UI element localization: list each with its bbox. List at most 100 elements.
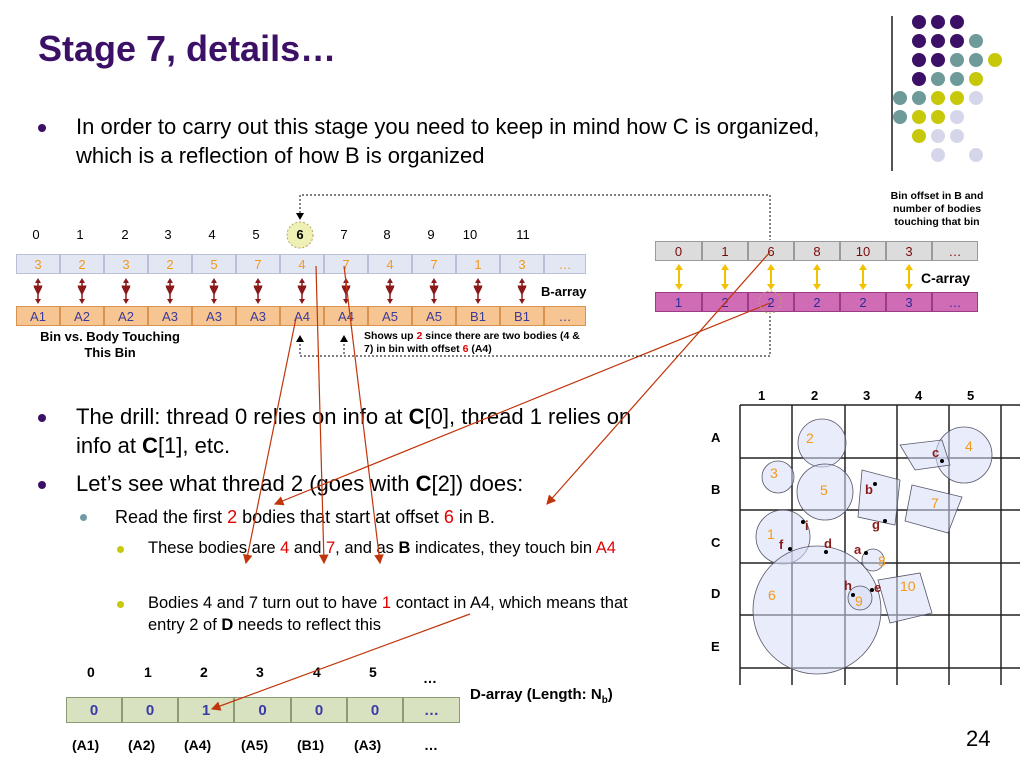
b-array-label: B-array [541, 284, 587, 299]
b-bin-cell: A1 [16, 306, 60, 326]
c-count-cell: 1 [655, 292, 702, 312]
d-bin: (B1) [297, 737, 325, 753]
d-value-cell: 0 [347, 697, 403, 723]
c-count-cell: 3 [886, 292, 932, 312]
b-index-6-overlay: 6 [296, 227, 304, 242]
contact-label: d [824, 536, 832, 551]
b-bin-cell: … [544, 306, 586, 326]
b-value-cell: 3 [16, 254, 60, 274]
b-index: 1 [76, 227, 84, 242]
d-bin: (A5) [241, 737, 269, 753]
b-value-cell: 2 [60, 254, 104, 274]
contact-label: g [872, 517, 880, 532]
bullet-3-text: Let’s see what thread 2 (goes with C[2])… [76, 469, 656, 498]
subsub-part: needs to reflect this [233, 616, 381, 634]
bullet-2-bold: C [408, 404, 425, 429]
body-label: 4 [965, 438, 973, 454]
c-array-caption: Bin offset in B and number of bodies tou… [890, 190, 984, 228]
d-value-cell: 1 [178, 697, 234, 723]
subsub-part: contact in A4, which means that entry 2 … [148, 594, 628, 634]
page-title: Stage 7, details… [38, 28, 337, 69]
bullet-marker [38, 414, 46, 422]
c-count-cell: 2 [702, 292, 748, 312]
subsub-highlight: A4 [595, 539, 616, 557]
b-index: 10 [462, 227, 478, 242]
sub-bullet-marker [80, 514, 87, 521]
body-shapes [752, 418, 993, 675]
c-offset-cell: 1 [702, 241, 748, 261]
bullet-marker [38, 124, 46, 132]
sub-bullet-1-text: Read the first 2 bodies that start at of… [115, 506, 635, 529]
decorative-dots [893, 15, 1002, 162]
b-index: 5 [252, 227, 260, 242]
sub-bullet-highlight: 2 [227, 507, 238, 527]
note-text: Shows up [364, 330, 417, 342]
body-label: 1 [767, 526, 775, 542]
d-index: 2 [200, 664, 208, 680]
bullet-2-part: The drill: thread 0 relies on info at [76, 404, 409, 429]
b-index: 7 [340, 227, 348, 242]
c-array-offsets: 0 1 6 8 10 3 … [655, 241, 978, 261]
b-value-cell: 3 [500, 254, 544, 274]
d-value-cell: 0 [66, 697, 122, 723]
d-index: … [423, 670, 437, 686]
body-label: 2 [806, 430, 814, 446]
b-bin-cell: A5 [412, 306, 456, 326]
contact-label: b [865, 482, 873, 497]
b-index: 9 [427, 227, 435, 242]
subsub-part: and [289, 539, 326, 557]
d-bin: (A1) [72, 737, 100, 753]
grid-row-label: E [711, 639, 720, 654]
c-offset-cell: 8 [794, 241, 840, 261]
d-array-label: D-array (Length: Nb) [470, 686, 613, 706]
contact-label: a [854, 542, 862, 557]
d-array-bins: (A1) (A2) (A4) (A5) (B1) (A3) … [66, 737, 466, 757]
body-label: 6 [768, 587, 776, 603]
b-bin-cell: B1 [456, 306, 500, 326]
contact-label: i [805, 518, 809, 533]
b-bin-cell: A3 [236, 306, 280, 326]
bullet-2-text: The drill: thread 0 relies on info at C[… [76, 402, 656, 460]
d-index: 3 [256, 664, 264, 680]
decorative-dot-grid [893, 15, 1002, 162]
sub-bullet-part: in B. [453, 507, 495, 527]
b-value-cell: 4 [280, 254, 324, 274]
c-count-cell: 2 [794, 292, 840, 312]
b-bin-cell: A2 [104, 306, 148, 326]
b-index: 8 [383, 227, 391, 242]
subsub-highlight: 1 [381, 594, 392, 612]
c-count-cell: 2 [840, 292, 886, 312]
b-value-cell: 4 [368, 254, 412, 274]
b-bin-cell: A3 [148, 306, 192, 326]
bullet-3-part: Let’s see what thread 2 (goes with [76, 471, 416, 496]
subsub-bullet-marker [117, 546, 124, 553]
sub-bullet-part: Read the first [115, 507, 228, 527]
b-bin-cell: B1 [500, 306, 544, 326]
subsub-bold: B [398, 539, 411, 557]
bullet-2-bold: C [142, 433, 158, 458]
b-bin-cell: A2 [60, 306, 104, 326]
contact-points [788, 459, 944, 597]
d-index: 0 [87, 664, 95, 680]
c-count-cell: 2 [748, 292, 794, 312]
d-label-sub: b [601, 695, 608, 706]
body-label: 10 [900, 578, 916, 594]
b-bin-cell: A4 [324, 306, 368, 326]
d-array: 0 0 1 0 0 0 … [66, 697, 460, 723]
subsub-part: indicates, they touch bin [410, 539, 596, 557]
divider-line [891, 16, 893, 171]
contact-label: f [779, 537, 784, 552]
c-offset-cell: … [932, 241, 978, 261]
sub-bullet-highlight: 6 [443, 507, 454, 527]
body-label: 7 [931, 495, 939, 511]
subsub-bullet-2-text: Bodies 4 and 7 turn out to have 1 contac… [148, 592, 648, 636]
b-value-cell: … [544, 254, 586, 274]
b-array-note: Shows up 2 since there are two bodies (4… [364, 330, 584, 356]
d-bin: (A4) [184, 737, 212, 753]
b-bin-cell: A4 [280, 306, 324, 326]
d-index: 1 [144, 664, 152, 680]
c-array-counts: 1 2 2 2 2 3 … [655, 292, 978, 312]
contact-label: c [932, 445, 940, 460]
d-array-indices: 0 1 2 3 4 5 … [66, 664, 466, 686]
c-offset-cell: 0 [655, 241, 702, 261]
